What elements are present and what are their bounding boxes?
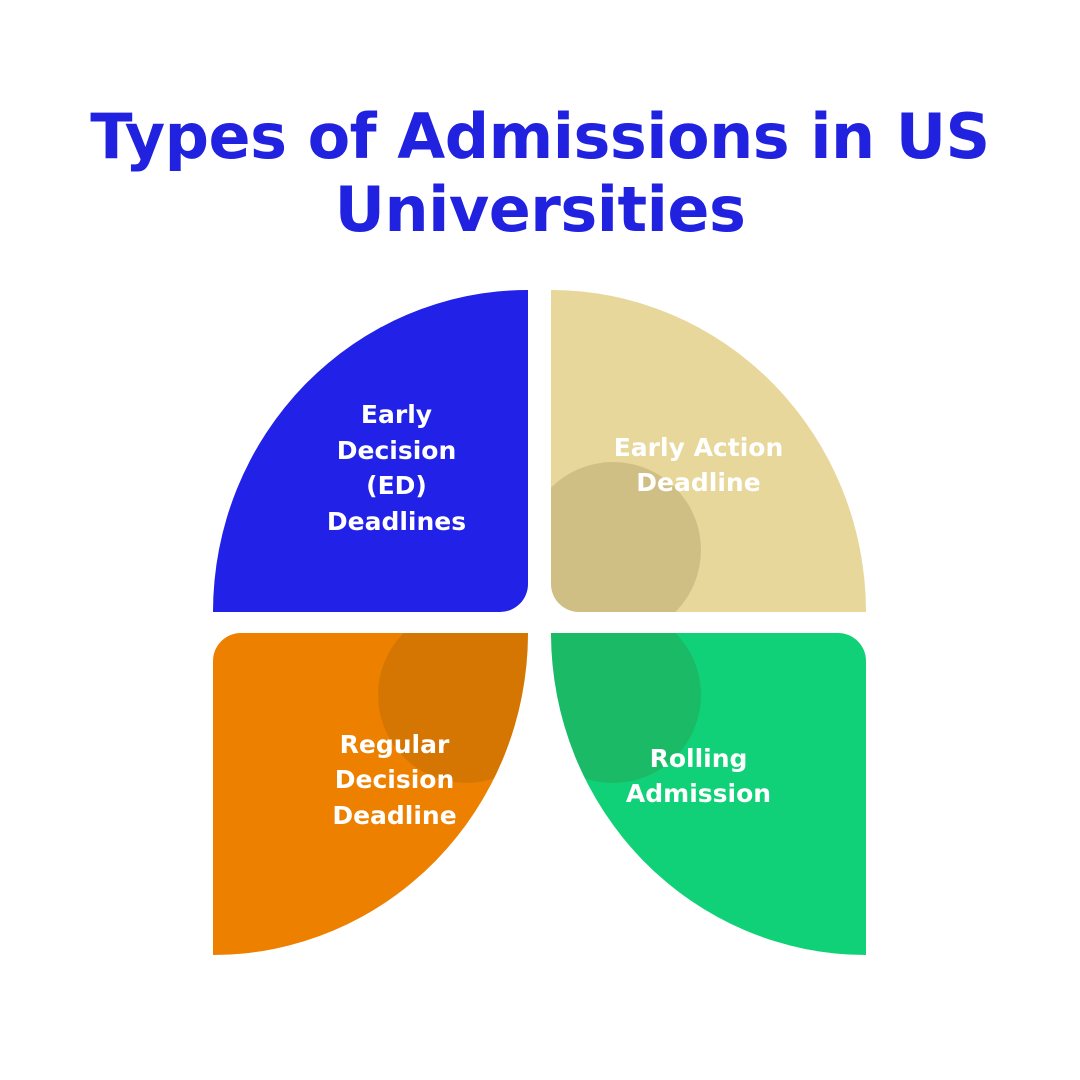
quadrant-early-action[interactable]: Early Action Deadline xyxy=(551,290,866,612)
quadrant-label-early-action: Early Action Deadline xyxy=(613,432,784,498)
quadrant-early-decision[interactable]: Early Decision (ED) Deadlines xyxy=(213,290,528,612)
page-title: Types of Admissions in US Universities xyxy=(0,100,1080,246)
quadrant-regular-decision[interactable]: Regular Decision Deadline xyxy=(213,633,528,955)
quadrant-label-regular-decision: Regular Decision Deadline xyxy=(332,729,457,830)
admissions-quadrant-diagram: Early Decision (ED) Deadlines Early Acti… xyxy=(213,290,866,955)
quadrant-label-early-decision: Early Decision (ED) Deadlines xyxy=(326,400,467,536)
quadrant-rolling-admission[interactable]: Rolling Admission xyxy=(551,633,866,955)
title-text: Types of Admissions in US Universities xyxy=(90,100,990,247)
quadrant-label-rolling-admission: Rolling Admission xyxy=(625,743,772,809)
